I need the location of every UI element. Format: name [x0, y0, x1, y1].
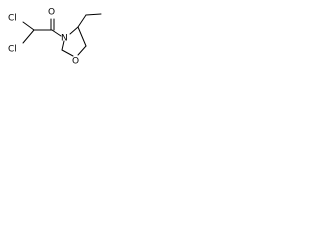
bonds	[22, 13, 102, 57]
atom-oxygen-carbonyl: O	[48, 8, 55, 18]
atom-cl-top: Cl	[8, 14, 17, 24]
bond-c4-c5	[77, 26, 87, 47]
bond-n-c4	[69, 26, 79, 35]
atom-oxygen-ring: O	[72, 57, 79, 67]
chemical-structure: Cl Cl O N O	[8, 8, 102, 67]
atom-cl-left: Cl	[8, 45, 17, 55]
bond-c5-oring	[77, 45, 87, 56]
bond-ccl2-cl-left	[22, 29, 35, 44]
bond-c2-n	[61, 40, 65, 51]
atom-nitrogen-ring: N	[61, 34, 68, 44]
bond-ccl2-cl-top	[22, 21, 35, 31]
bond-ethyl-ch2-ch3	[85, 13, 102, 16]
bond-oring-c2	[61, 49, 74, 57]
atom-labels: Cl Cl O N O	[8, 8, 79, 67]
bond-c4-ethyl-ch2	[77, 14, 87, 28]
bond-carbonyl-nitrogen	[51, 29, 62, 37]
